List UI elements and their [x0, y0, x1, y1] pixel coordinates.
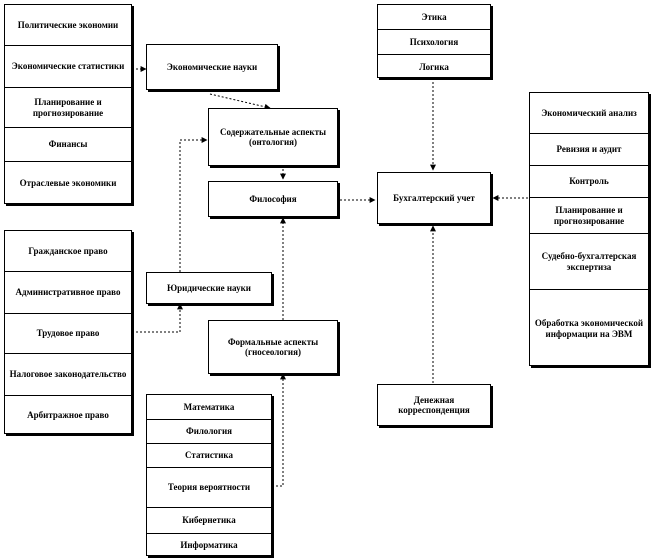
arrow-legal-to-content — [179, 137, 208, 272]
law-disciplines-stack: Гражданское право Административное право… — [4, 230, 132, 434]
accounting-node: Бухгалтерский учет — [377, 172, 491, 224]
stack-item: Статистика — [147, 443, 271, 467]
stack-item: Ревизия и аудит — [530, 133, 648, 165]
stack-item: Финансы — [5, 127, 131, 161]
stack-item: Математика — [183, 401, 235, 412]
stack-item: Политические экономии — [17, 19, 119, 30]
stack-item: Планирование и прогнозирование — [5, 87, 131, 127]
ethics-logic-stack: Этика Психология Логика — [377, 4, 491, 78]
stack-item: Филология — [147, 419, 271, 443]
arrow-labor-law-to-legal — [132, 303, 183, 333]
economic-sciences-node: Экономические науки — [146, 44, 278, 90]
stack-item: Контроль — [530, 165, 648, 197]
stack-item: Административное право — [5, 271, 131, 313]
legal-sciences-node: Юридические науки — [146, 272, 272, 304]
formal-disciplines-stack: Математика Филология Статистика Теория в… — [146, 394, 272, 556]
stack-item: Обработка экономической информации на ЭВ… — [530, 289, 648, 367]
stack-item: Судебно-бухгалтерская экспертиза — [530, 233, 648, 289]
arrow-math-stack-to-formal — [272, 373, 286, 487]
money-correspondence-node: Денежная корреспонденция — [377, 384, 491, 426]
content-aspects-node: Содержательные аспекты (онтология) — [208, 108, 338, 166]
stack-item: Планирование и прогнозирование — [530, 197, 648, 233]
stack-item: Экономические статистики — [5, 45, 131, 87]
stack-item: Гражданское право — [28, 245, 108, 256]
stack-item: Логика — [378, 54, 490, 79]
stack-item: Арбитражное право — [5, 395, 131, 435]
stack-item: Отраслевые экономики — [5, 161, 131, 205]
arrow-economic-sciences-to-content — [209, 93, 271, 110]
stack-item: Теория вероятности — [147, 467, 271, 507]
stack-item: Кибернетика — [147, 507, 271, 533]
stack-item: Этика — [421, 11, 447, 22]
economics-disciplines-stack: Политические экономии Экономические стат… — [4, 4, 132, 204]
stack-item: Информатика — [147, 533, 271, 557]
stack-item: Экономический анализ — [541, 107, 637, 118]
philosophy-node: Философия — [208, 181, 338, 217]
control-disciplines-stack: Экономический анализ Ревизия и аудит Кон… — [529, 92, 649, 366]
formal-aspects-node: Формальные аспекты (гносеология) — [208, 320, 338, 374]
stack-item: Трудовое право — [5, 313, 131, 353]
stack-item: Психология — [378, 29, 490, 54]
stack-item: Налоговое законодательство — [5, 353, 131, 395]
